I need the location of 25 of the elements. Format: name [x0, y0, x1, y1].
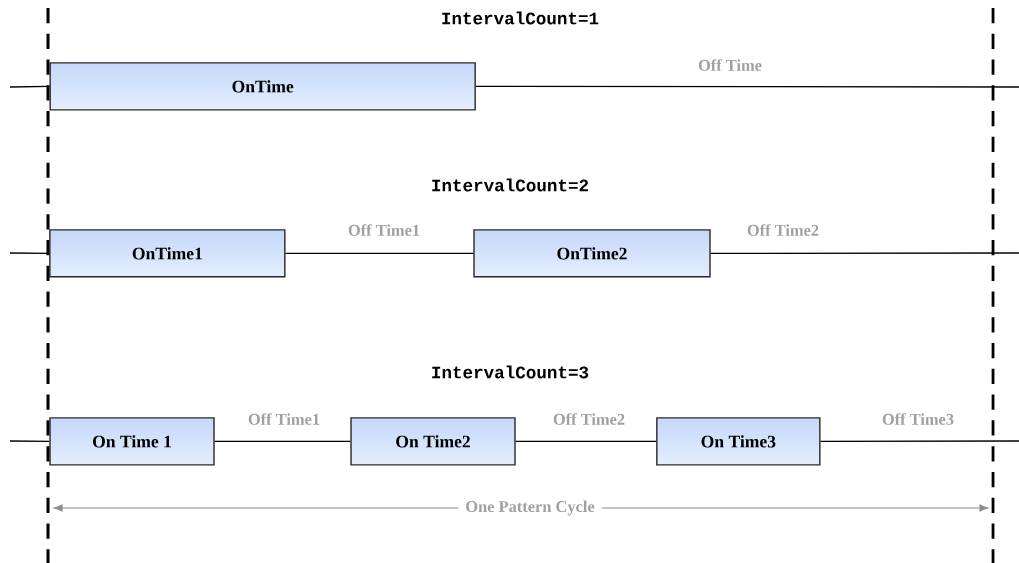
on-time-box: On Time3 — [656, 417, 821, 466]
timeline — [284, 252, 474, 254]
timeline — [819, 440, 1019, 442]
off-time-label: Off Time — [696, 57, 764, 72]
off-time-label: Off Time2 — [551, 411, 627, 426]
interval-count-heading: IntervalCount=2 — [432, 178, 589, 192]
on-time-box: On Time2 — [350, 417, 516, 466]
off-time-label: Off Time1 — [346, 222, 422, 237]
on-time-box: OnTime — [49, 62, 476, 111]
dimension-label: One Pattern Cycle — [458, 499, 602, 517]
on-time-box: OnTime2 — [473, 229, 711, 278]
timeline — [475, 85, 1019, 88]
timeline — [9, 85, 51, 88]
off-time-label: Off Time3 — [880, 411, 956, 426]
off-time-label: Off Time2 — [745, 222, 821, 237]
interval-count-heading: IntervalCount=3 — [432, 365, 589, 379]
off-time-label: Off Time1 — [246, 411, 322, 426]
timeline — [214, 440, 351, 442]
timeline — [9, 440, 50, 442]
on-time-box: OnTime1 — [49, 229, 286, 278]
timeline — [9, 252, 50, 254]
timeline — [515, 440, 657, 442]
interval-count-heading: IntervalCount=1 — [442, 11, 599, 25]
timeline — [710, 252, 1019, 254]
on-time-box: On Time 1 — [49, 417, 215, 466]
